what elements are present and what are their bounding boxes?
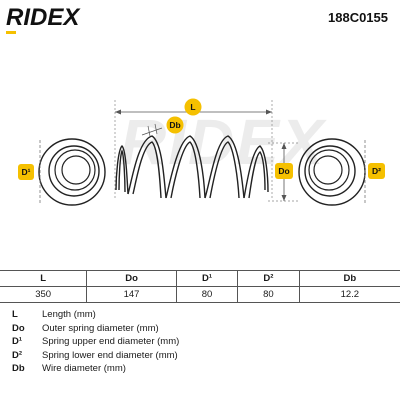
part-number: 188C0155 xyxy=(328,10,388,25)
legend-key: D¹ xyxy=(12,336,23,347)
legend-text: Wire diameter (mm) xyxy=(42,363,126,374)
d1-badge xyxy=(18,164,34,180)
spec-table-header-row: L Do D¹ D² Db xyxy=(0,270,400,287)
legend-item: Db Wire diameter (mm) xyxy=(12,362,179,376)
spec-header-length: L xyxy=(0,270,87,287)
wire-label: Db xyxy=(169,120,180,130)
spring-diagram: D¹ D² L Db Do xyxy=(18,98,385,206)
wire-badge xyxy=(166,116,184,134)
spec-header-upper: D¹ xyxy=(175,270,238,287)
outer-label: Do xyxy=(278,166,289,176)
brand-accent-bar xyxy=(6,31,16,34)
spec-value-lower: 80 xyxy=(237,286,300,303)
legend-key: Db xyxy=(12,363,25,374)
legend-text: Spring upper end diameter (mm) xyxy=(42,336,180,347)
d1-label: D¹ xyxy=(22,167,31,177)
legend-item: D¹ Spring upper end diameter (mm) xyxy=(12,335,179,349)
spec-table-value-row: 350 147 80 80 12.2 xyxy=(0,286,400,303)
legend-key: L xyxy=(12,309,18,320)
legend: L Length (mm) Do Outer spring diameter (mm… xyxy=(12,308,179,376)
legend-key: D² xyxy=(12,349,23,361)
spec-value-wire: 12.2 xyxy=(298,286,400,303)
spring-coils xyxy=(115,135,269,199)
outer-badge xyxy=(275,163,293,179)
d2-badge xyxy=(368,163,385,179)
legend-item: L Length (mm) xyxy=(12,308,179,322)
spec-table: L Do D¹ D² Db 350 147 80 80 12.2 xyxy=(0,270,400,303)
lower-end-view xyxy=(298,138,366,206)
spec-value-length: 350 xyxy=(0,286,87,303)
spec-header-outer: Do xyxy=(86,270,177,287)
length-badge xyxy=(184,98,202,116)
spec-value-upper: 80 xyxy=(175,286,238,303)
length-label: L xyxy=(190,102,195,112)
brand-logo-text: RIDEX xyxy=(6,4,80,31)
spec-value-outer: 147 xyxy=(86,286,177,303)
spec-header-wire: Db xyxy=(298,270,400,287)
legend-text: Length (mm) xyxy=(42,309,96,320)
upper-end-view xyxy=(38,138,106,206)
legend-text: Outer spring diameter (mm) xyxy=(42,322,159,334)
spec-header-lower: D² xyxy=(237,270,300,287)
legend-item: D² Spring lower end diameter (mm) xyxy=(12,349,179,363)
d2-label: D² xyxy=(372,166,381,176)
legend-item: Do Outer spring diameter (mm) xyxy=(12,322,179,336)
legend-key: Do xyxy=(12,322,25,334)
brand-logo: RIDEX xyxy=(6,4,79,32)
legend-text: Spring lower end diameter (mm) xyxy=(42,349,178,361)
